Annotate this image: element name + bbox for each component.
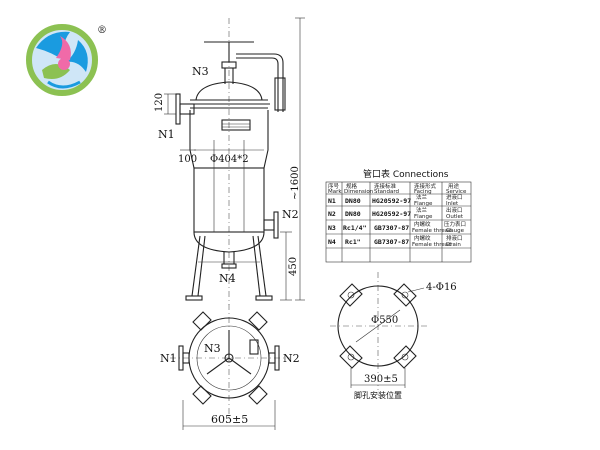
foot-circle	[337, 285, 419, 367]
th-facing: 连接形式	[414, 182, 437, 190]
table-row-4-facing: 内螺纹	[414, 234, 431, 242]
plan-n2-flange	[274, 345, 280, 371]
th-dimension-en: Dimension	[344, 189, 374, 195]
table-row-3-facing-en: Female thread	[412, 228, 452, 234]
dim-foot-span: 390±5	[364, 374, 398, 385]
th-mark: 序号	[328, 182, 340, 190]
table-row-4-facing-en: Female thread	[412, 242, 452, 248]
dim-bolt-holes: 4-Φ16	[426, 282, 457, 293]
plan-n1-flange	[178, 345, 184, 371]
vessel-lid	[195, 81, 263, 101]
table-row-4-service-en: Drain	[446, 242, 461, 248]
table-row-2-service-en: Outlet	[446, 214, 464, 220]
table-row-4-dimension: Rc1"	[345, 238, 361, 246]
n2-flange	[273, 211, 279, 239]
dim-leg-span: 605±5	[211, 413, 248, 426]
th-facing-en: Facing	[414, 189, 432, 195]
table-row-3-facing: 内螺纹	[414, 220, 431, 228]
th-service: 用途	[448, 182, 460, 190]
connections-table	[325, 181, 472, 263]
th-standard: 连接标准	[374, 182, 397, 190]
table-row-2-dimension: DN80	[345, 210, 361, 218]
leg-left	[191, 235, 201, 297]
dim-side-offset: 100	[178, 154, 197, 165]
filter-housing-plan	[170, 304, 290, 430]
foot-hole-caption: 脚孔安装位置	[354, 390, 402, 400]
dim-diameter: Φ404*2	[210, 154, 249, 165]
dim-foot-diameter: Φ550	[371, 315, 398, 326]
th-dimension: 规格	[346, 182, 358, 190]
table-row-1-service-en: Inlet	[446, 201, 459, 207]
table-row-3-standard: GB7307-87	[374, 224, 409, 232]
label-n2-elevation: N2	[282, 208, 299, 221]
table-row-2-standard: HG20592-97	[372, 210, 411, 218]
table-row-2-service: 出液口	[446, 206, 463, 214]
dim-leg-height: 450	[288, 257, 299, 276]
th-service-en: Service	[446, 189, 467, 195]
dim-total-height: ~1600	[290, 166, 301, 200]
elevation-dimensions	[164, 17, 305, 301]
label-n3-elevation: N3	[192, 65, 209, 78]
table-row-2-mark: N2	[328, 210, 336, 218]
label-n3-plan: N3	[204, 342, 221, 355]
table-row-4-mark: N4	[328, 238, 336, 246]
label-n4-elevation: N4	[219, 272, 236, 285]
foot-hole-layout	[330, 272, 428, 390]
vessel-bottom	[193, 231, 265, 253]
leg-right	[257, 235, 267, 297]
table-row-2-facing: 法兰	[416, 206, 428, 214]
n2-nozzle-pipe	[263, 219, 275, 231]
n1-flange	[175, 93, 181, 125]
label-n2-plan: N2	[283, 352, 300, 365]
table-row-4-standard: GB7307-87	[374, 238, 409, 246]
table-row-1-standard: HG20592-97	[372, 197, 411, 205]
n1-nozzle-pipe	[179, 103, 195, 115]
label-n1-elevation: N1	[158, 128, 175, 141]
th-mark-en: Mark	[328, 189, 342, 195]
table-row-2-facing-en: Flange	[414, 214, 433, 220]
table-row-3-mark: N3	[328, 224, 336, 232]
label-n1-plan: N1	[160, 352, 177, 365]
table-row-1-dimension: DN80	[345, 197, 361, 205]
table-row-3-service: 压力表口	[444, 220, 466, 228]
table-row-4-service: 排液口	[446, 234, 463, 242]
dim-nozzle-offset: 120	[154, 93, 165, 112]
table-row-1-service: 进液口	[446, 193, 463, 201]
table-title: 管口表 Connections	[363, 168, 449, 180]
table-row-1-facing: 法兰	[416, 193, 428, 201]
th-standard-en: Standard	[374, 189, 399, 195]
table-row-3-service-en: Gauge	[446, 228, 465, 234]
table-row-3-dimension: Rc1/4"	[343, 224, 367, 232]
registered-mark: ®	[97, 25, 107, 36]
vessel-body	[193, 167, 265, 233]
table-row-1-facing-en: Flange	[414, 201, 433, 207]
table-row-1-mark: N1	[328, 197, 336, 205]
company-logo	[26, 24, 98, 96]
